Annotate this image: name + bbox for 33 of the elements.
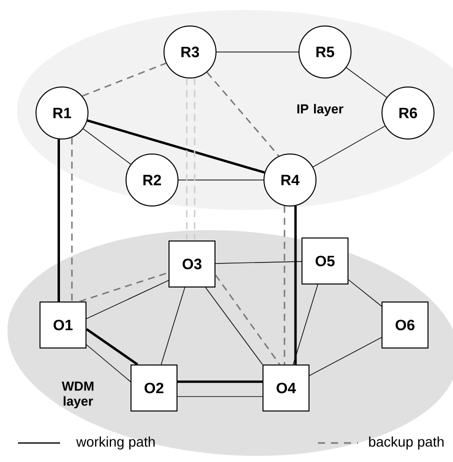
link-line bbox=[87, 119, 265, 174]
switch-box: O6 bbox=[382, 302, 428, 348]
link-line bbox=[58, 139, 60, 302]
link-line bbox=[71, 138, 73, 302]
link-line bbox=[214, 274, 280, 365]
link-line bbox=[178, 380, 262, 383]
link-line bbox=[160, 287, 186, 365]
link-line bbox=[186, 78, 188, 240]
link-line bbox=[82, 128, 132, 165]
link-line bbox=[309, 337, 382, 376]
switch-box: O4 bbox=[262, 364, 310, 412]
link-line bbox=[194, 78, 196, 240]
link-line bbox=[79, 272, 169, 302]
link-line bbox=[177, 396, 263, 397]
link-line bbox=[215, 261, 302, 264]
switch-box: O2 bbox=[130, 364, 178, 412]
link-line bbox=[86, 280, 169, 320]
link-line bbox=[346, 67, 387, 98]
switch-box: O5 bbox=[302, 238, 348, 284]
legend-label: backup path bbox=[369, 436, 444, 450]
link-line bbox=[294, 206, 297, 364]
switch-box: O3 bbox=[168, 240, 216, 288]
link-line bbox=[82, 62, 166, 97]
link-line bbox=[312, 126, 386, 168]
link-line bbox=[348, 279, 382, 307]
link-line bbox=[284, 206, 286, 364]
link-line bbox=[86, 344, 131, 382]
switch-box: O1 bbox=[40, 302, 86, 348]
link-line bbox=[205, 287, 263, 365]
link-line bbox=[292, 284, 318, 365]
legend-label: working path bbox=[76, 436, 155, 450]
link-line bbox=[86, 328, 138, 366]
link-line bbox=[206, 72, 280, 156]
